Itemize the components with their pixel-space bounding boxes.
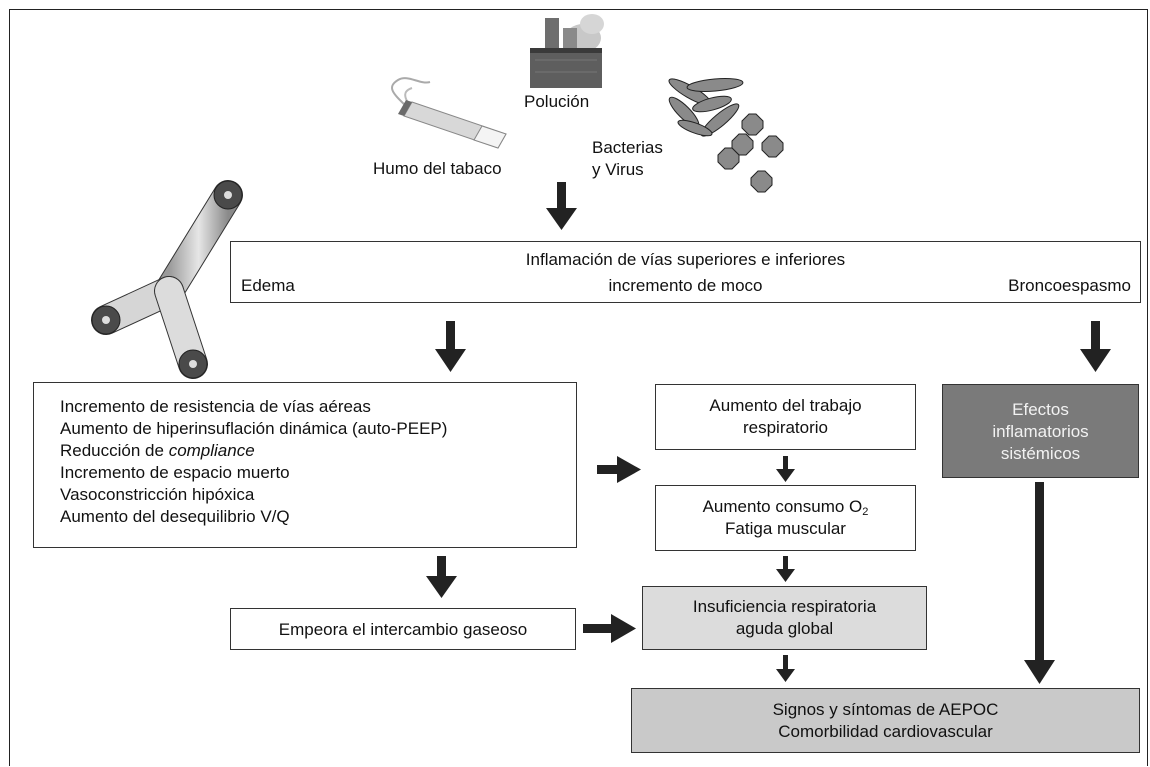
work-box: Aumento del trabajo respiratorio bbox=[655, 384, 916, 450]
systemic-box: Efectos inflamatorios sistémicos bbox=[942, 384, 1139, 478]
aepoc-outcome-box: Signos y síntomas de AEPOC Comorbilidad … bbox=[631, 688, 1140, 753]
inflammation-title: Inflamación de vías superiores e inferio… bbox=[525, 250, 846, 269]
arrow-systemic-to-final bbox=[1024, 482, 1055, 684]
arrow-mechanics-to-work bbox=[597, 456, 641, 483]
arrow-o2-to-failure bbox=[776, 556, 795, 582]
o2-box: Aumento consumo O2 Fatiga muscular bbox=[655, 485, 916, 551]
work-line-1: Aumento del trabajo bbox=[709, 396, 862, 415]
outcome-line-1: Signos y síntomas de AEPOC bbox=[772, 700, 999, 719]
arrow-bronchospasm-to-systemic bbox=[1080, 321, 1111, 372]
arrow-work-to-o2 bbox=[776, 456, 795, 482]
mechanics-line-4: Incremento de espacio muerto bbox=[60, 463, 290, 482]
mechanics-line-3: Reducción de compliance bbox=[60, 441, 255, 460]
gas-exchange-box: Empeora el intercambio gaseoso bbox=[230, 608, 576, 650]
airway-icon bbox=[91, 180, 243, 379]
outcome-line-2: Comorbilidad cardiovascular bbox=[778, 722, 993, 741]
work-line-2: respiratorio bbox=[742, 418, 829, 437]
bacteria-virus-icon bbox=[668, 78, 784, 193]
virus-label: y Virus bbox=[592, 160, 644, 179]
mucus-label: incremento de moco bbox=[608, 276, 763, 295]
arrow-gas-to-failure bbox=[583, 614, 636, 643]
arrow-inflammation-to-mechanics bbox=[435, 321, 466, 372]
failure-line-2: aguda global bbox=[735, 619, 834, 638]
o2-line-2: Fatiga muscular bbox=[725, 519, 846, 538]
bacteria-label: Bacterias bbox=[592, 138, 663, 157]
arrow-causes-to-inflammation bbox=[546, 182, 577, 230]
bronchospasm-label: Broncoespasmo bbox=[1008, 276, 1131, 295]
respiratory-failure-box: Insuficiencia respiratoria aguda global bbox=[642, 586, 927, 650]
factory-icon bbox=[530, 14, 604, 88]
mechanics-line-5: Vasoconstricción hipóxica bbox=[60, 485, 255, 504]
mechanics-box: Incremento de resistencia de vías aéreas… bbox=[33, 382, 577, 548]
smoke-label: Humo del tabaco bbox=[373, 159, 502, 178]
arrow-failure-to-final bbox=[776, 655, 795, 682]
edema-label: Edema bbox=[241, 276, 295, 295]
mechanics-line-2: Aumento de hiperinsuflación dinámica (au… bbox=[60, 419, 448, 438]
mechanics-line-6: Aumento del desequilibrio V/Q bbox=[60, 507, 290, 526]
figure-frame bbox=[9, 9, 1148, 766]
systemic-line-2: inflamatorios bbox=[992, 422, 1089, 441]
systemic-line-3: sistémicos bbox=[1000, 444, 1081, 463]
failure-line-1: Insuficiencia respiratoria bbox=[692, 597, 877, 616]
gas-exchange-label: Empeora el intercambio gaseoso bbox=[278, 620, 528, 639]
systemic-line-1: Efectos bbox=[1012, 400, 1069, 419]
mechanics-line-1: Incremento de resistencia de vías aéreas bbox=[60, 397, 371, 416]
pollution-label: Polución bbox=[524, 92, 590, 111]
cigarette-icon bbox=[391, 77, 507, 149]
arrow-mechanics-to-gas bbox=[426, 556, 457, 598]
o2-line-1: Aumento consumo O2 bbox=[702, 497, 869, 518]
inflammation-box: Inflamación de vías superiores e inferio… bbox=[230, 241, 1141, 303]
